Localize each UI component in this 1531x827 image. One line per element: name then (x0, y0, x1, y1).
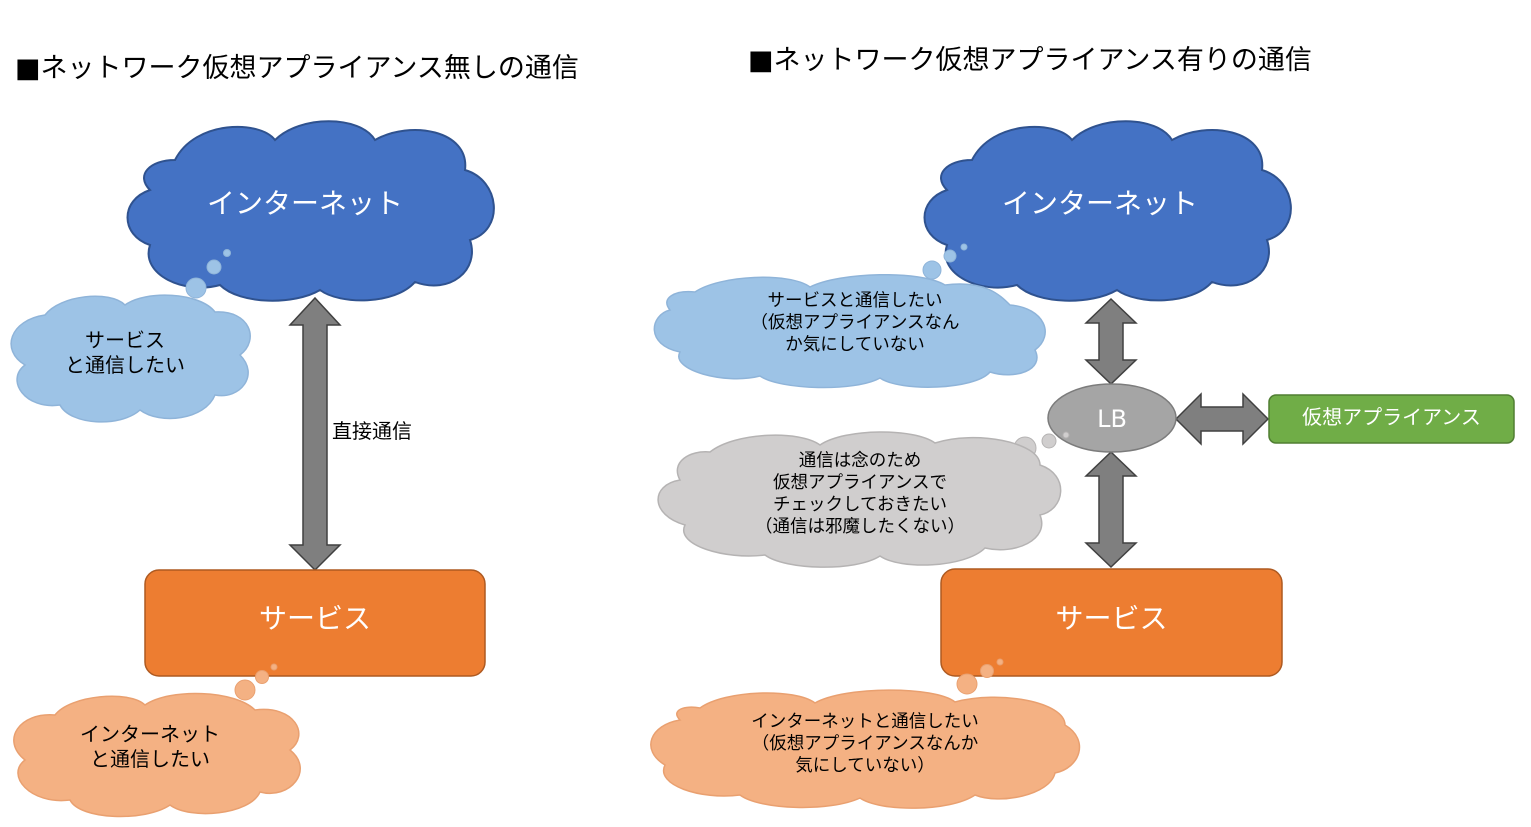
left-service-thought-dot-large (234, 679, 256, 701)
right-service-thought-dot-medium (980, 664, 994, 678)
left-internet-thought-text: サービス と通信したい (65, 328, 185, 377)
appliance-box (1268, 394, 1515, 444)
left-internet-thought-dot-medium (206, 259, 222, 275)
right-service-thought-dot-large (956, 673, 978, 695)
left-service-thought-text: インターネット と通信したい (80, 722, 220, 771)
left-edge-label: 直接通信 (332, 419, 412, 443)
left-internet-thought-dot-small (223, 249, 231, 257)
left-service-thought-dot-medium (255, 670, 269, 684)
left-internet-thought-dot-large (185, 277, 207, 299)
left-service-thought-dot-small (270, 663, 278, 671)
left-internet-cloud (126, 120, 495, 302)
right-lb-appliance-arrow (1174, 392, 1270, 446)
lb-thought-bubble (657, 431, 1062, 568)
left-title: ■ネットワーク仮想アプライアンス無しの通信 (15, 53, 579, 84)
right-internet-thought-dot-medium (943, 249, 957, 263)
lb-thought-text: 通信は念のため 仮想アプライアンスで チェックしておきたい （通信は邪魔したくな… (755, 451, 965, 537)
right-lb-service-arrow (1084, 450, 1138, 569)
left-service-box (144, 569, 486, 677)
right-service-thought-bubble (650, 689, 1081, 809)
left-service-thought-bubble (13, 692, 301, 818)
right-internet-label: インターネット (1001, 187, 1198, 220)
right-internet-thought-dot-large (922, 260, 942, 280)
lb-label: LB (1097, 405, 1127, 433)
right-service-thought-text: インターネットと通信したい （仮想アプライアンスなんか 気にしていない） (751, 712, 979, 776)
right-service-thought-dot-small (996, 658, 1004, 666)
lb-thought-dot-small (1062, 431, 1070, 439)
left-service-label: サービス (258, 602, 371, 635)
lb-node (1047, 383, 1177, 453)
left-internet-thought-bubble (10, 294, 251, 423)
right-title: ■ネットワーク仮想アプライアンス有りの通信 (748, 45, 1312, 76)
left-internet-label: インターネット (206, 187, 403, 220)
right-internet-lb-arrow (1084, 297, 1138, 386)
right-service-label: サービス (1055, 602, 1168, 635)
right-internet-thought-text: サービスと通信したい （仮想アプライアンスなん か気にしていない (750, 291, 960, 355)
lb-thought-dot-medium (1041, 433, 1057, 449)
right-internet-thought-bubble (653, 274, 1046, 389)
right-internet-cloud (923, 120, 1292, 302)
appliance-label: 仮想アプライアンス (1302, 405, 1481, 429)
right-service-box (940, 568, 1283, 677)
right-internet-thought-dot-small (960, 243, 968, 251)
